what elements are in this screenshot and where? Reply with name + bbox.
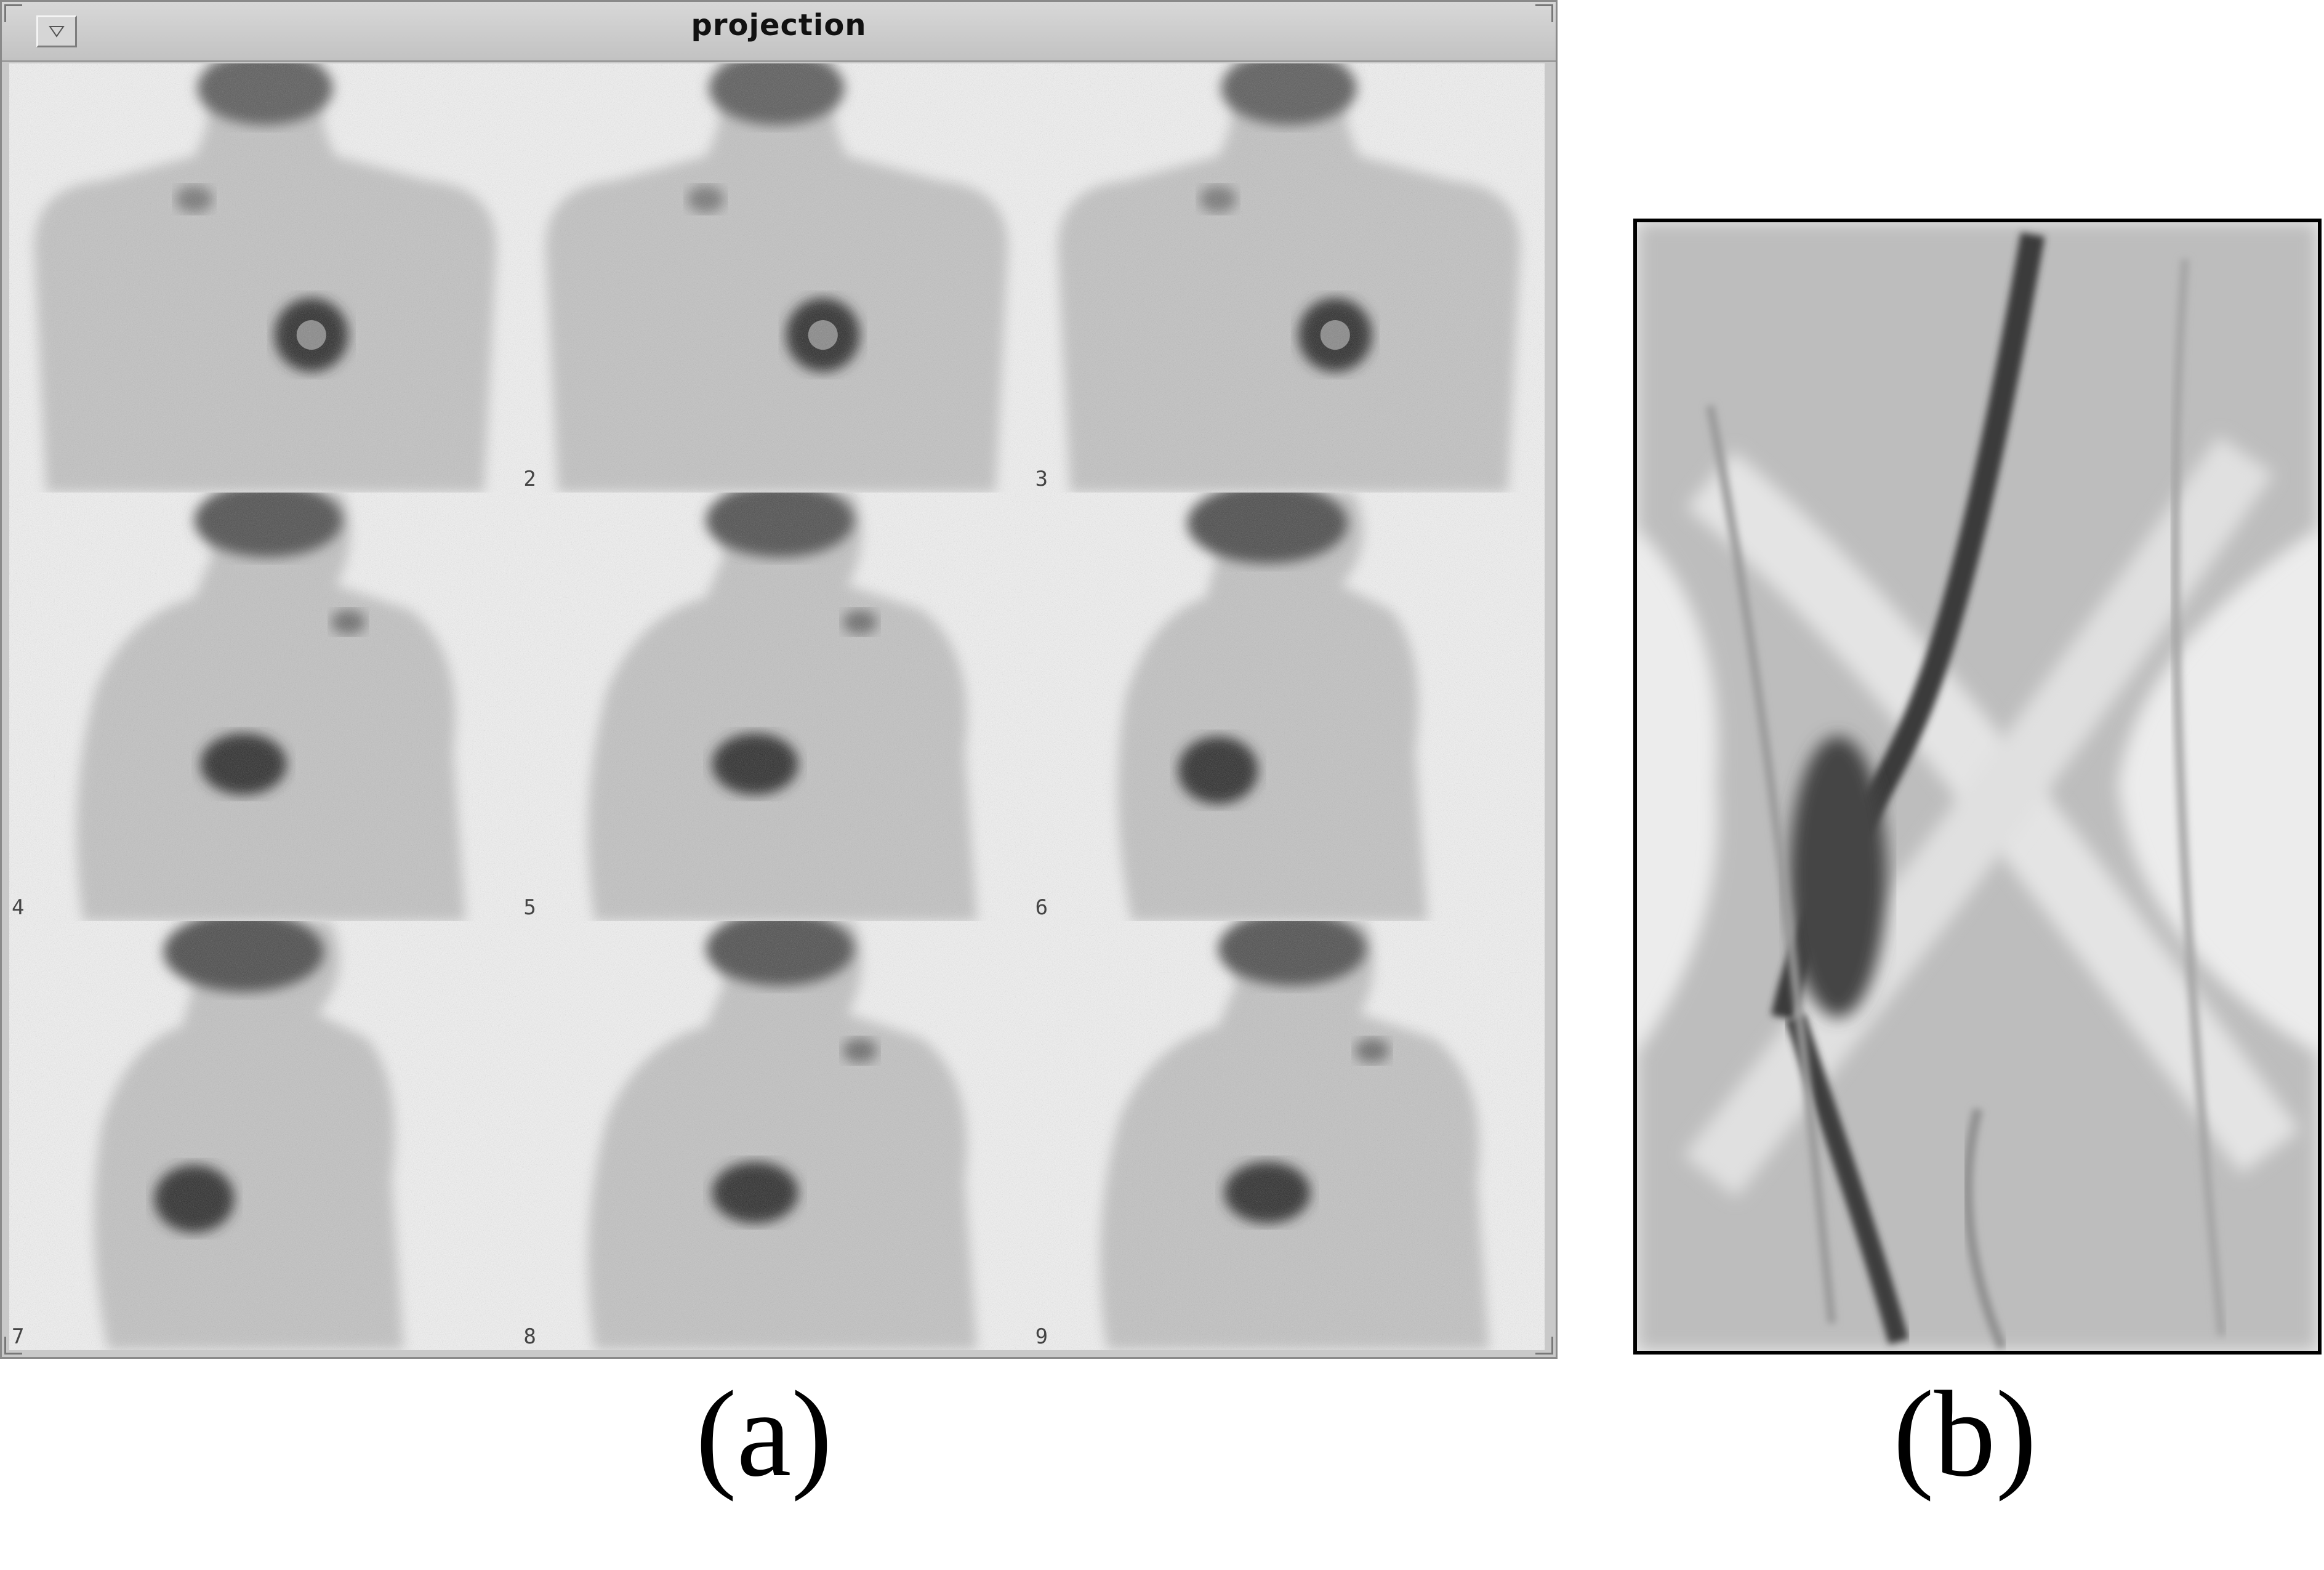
projection-scan: [9, 921, 521, 1350]
projection-frame: 3: [1032, 63, 1545, 493]
caption-b: (b): [1893, 1366, 2037, 1502]
window-titlebar[interactable]: projection: [2, 2, 1556, 62]
projection-scan: [1032, 63, 1545, 493]
window-title: projection: [691, 8, 867, 42]
projection-scan: [521, 63, 1033, 493]
projection-scan: [1032, 921, 1545, 1350]
sinogram-image: [1633, 219, 2322, 1355]
caption-a: (a): [696, 1366, 832, 1502]
frame-number: 6: [1035, 895, 1048, 920]
sinogram-graphic: [1637, 222, 2318, 1351]
projection-scan: [1032, 492, 1545, 922]
projection-frame: 8: [521, 921, 1033, 1350]
projection-frame: 4: [9, 492, 521, 922]
window-menu-button[interactable]: [36, 15, 77, 47]
frame-number: 9: [1035, 1324, 1048, 1349]
projection-frame: 7: [9, 921, 521, 1350]
projection-scan: [9, 492, 521, 922]
projection-scan: [521, 492, 1033, 922]
frame-number: 7: [12, 1324, 25, 1349]
resize-handle-top-right[interactable]: [1535, 4, 1553, 22]
projection-window: projection 2: [0, 0, 1558, 1359]
resize-handle-bottom-right[interactable]: [1535, 1337, 1553, 1355]
projection-frame: 6: [1032, 492, 1545, 922]
projection-grid: 2 3 4: [9, 63, 1545, 1350]
frame-number: 4: [12, 895, 25, 920]
resize-handle-top-left[interactable]: [4, 4, 22, 22]
projection-frame: 5: [521, 492, 1033, 922]
frame-number: 2: [523, 466, 536, 491]
projection-scan: [9, 63, 521, 493]
frame-number: 8: [523, 1324, 536, 1349]
frame-number: 3: [1035, 466, 1048, 491]
projection-scan: [521, 921, 1033, 1350]
frame-number: 5: [523, 895, 536, 920]
projection-frame: 9: [1032, 921, 1545, 1350]
resize-handle-bottom-left[interactable]: [4, 1337, 22, 1355]
projection-frame: 2: [521, 63, 1033, 493]
projection-frame: [9, 63, 521, 493]
triangle-down-icon: [49, 26, 65, 38]
